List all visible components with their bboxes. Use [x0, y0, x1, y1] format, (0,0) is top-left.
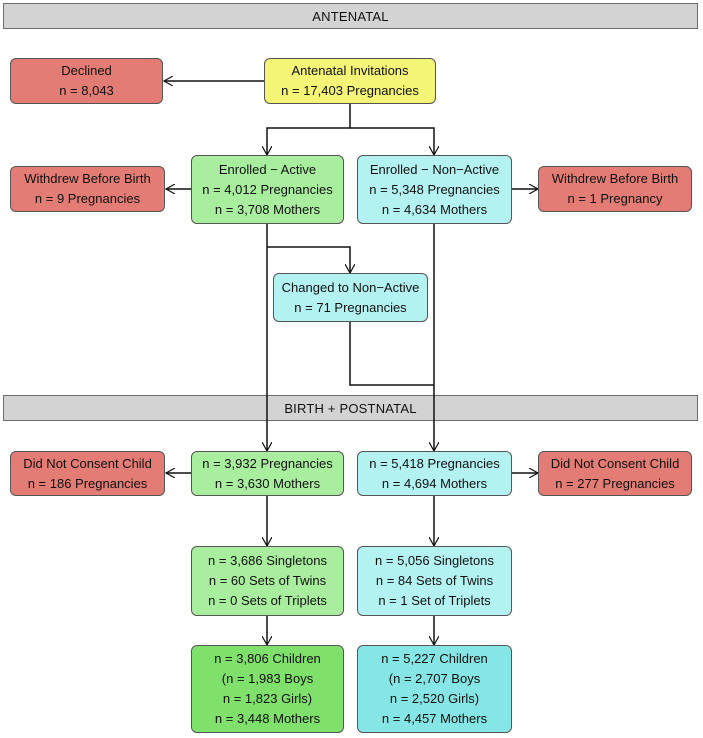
- multiples-active-box: n = 3,686 Singletons n = 60 Sets of Twin…: [191, 546, 344, 616]
- multiples-nonactive-box: n = 5,056 Singletons n = 84 Sets of Twin…: [357, 546, 512, 616]
- section-antenatal: ANTENATAL: [3, 3, 698, 29]
- birth-active-pregnancies: n = 3,932 Pregnancies: [202, 455, 333, 471]
- enrolled-active-title: Enrolled − Active: [218, 161, 317, 177]
- noconsent-left-title: Did Not Consent Child: [23, 455, 152, 471]
- children-nonactive-girls: n = 2,520 Girls): [389, 691, 480, 706]
- children-active-mothers: n = 3,448 Mothers: [214, 711, 321, 726]
- enrolled-active-pregnancies: n = 4,012 Pregnancies: [202, 181, 333, 197]
- birth-nonactive-mothers: n = 4,694 Mothers: [381, 475, 488, 491]
- withdrew-left-title: Withdrew Before Birth: [24, 171, 151, 186]
- connector-changed-merge: [349, 322, 434, 386]
- declined-box: Declined n = 8,043: [10, 58, 163, 104]
- section-birth-postnatal: BIRTH + POSTNATAL: [3, 395, 698, 421]
- singletons-active: n = 3,686 Singletons: [208, 553, 327, 568]
- changed-to-nonactive-box: Changed to Non−Active n = 71 Pregnancies: [273, 273, 428, 322]
- noconsent-right-title: Did Not Consent Child: [550, 455, 680, 471]
- declined-count: n = 8,043: [59, 83, 114, 98]
- connector-to-changed: [267, 246, 350, 273]
- birth-nonactive-pregnancies: n = 5,418 Pregnancies: [369, 455, 500, 471]
- changed-title: Changed to Non−Active: [281, 279, 420, 295]
- children-nonactive-boys: (n = 2,707 Boys: [388, 671, 481, 686]
- enrolled-nonactive-pregnancies: n = 5,348 Pregnancies: [369, 181, 500, 197]
- triplets-active: n = 0 Sets of Triplets: [208, 593, 327, 608]
- did-not-consent-left-box: Did Not Consent Child n = 186 Pregnancie…: [10, 451, 165, 496]
- children-nonactive-mothers: n = 4,457 Mothers: [381, 711, 488, 726]
- enrolled-nonactive-box: Enrolled − Non−Active n = 5,348 Pregnanc…: [357, 155, 512, 224]
- changed-count: n = 71 Pregnancies: [294, 299, 407, 315]
- twins-nonactive: n = 84 Sets of Twins: [375, 573, 494, 588]
- connector-invitations-nonactive: [350, 127, 434, 155]
- enrolled-nonactive-mothers: n = 4,634 Mothers: [381, 201, 488, 217]
- children-nonactive-box: n = 5,227 Children (n = 2,707 Boys n = 2…: [357, 645, 512, 733]
- birth-active-box: n = 3,932 Pregnancies n = 3,630 Mothers: [191, 451, 344, 496]
- enrolled-nonactive-title: Enrolled − Non−Active: [369, 161, 500, 177]
- enrolled-active-box: Enrolled − Active n = 4,012 Pregnancies …: [191, 155, 344, 224]
- withdrew-left-count: n = 9 Pregnancies: [34, 191, 141, 206]
- antenatal-invitations-box: Antenatal Invitations n = 17,403 Pregnan…: [264, 58, 436, 104]
- withdrew-right-title: Withdrew Before Birth: [551, 171, 679, 186]
- children-active-girls: n = 1,823 Girls): [222, 691, 313, 706]
- invitations-title: Antenatal Invitations: [291, 63, 409, 78]
- connector-invitations-split: [267, 103, 351, 155]
- children-active-box: n = 3,806 Children (n = 1,983 Boys n = 1…: [191, 645, 344, 733]
- withdrew-before-birth-left-box: Withdrew Before Birth n = 9 Pregnancies: [10, 166, 165, 212]
- birth-nonactive-box: n = 5,418 Pregnancies n = 4,694 Mothers: [357, 451, 512, 496]
- children-nonactive-total: n = 5,227 Children: [381, 651, 488, 666]
- declined-title: Declined: [61, 63, 112, 78]
- withdrew-right-count: n = 1 Pregnancy: [567, 191, 663, 206]
- noconsent-left-count: n = 186 Pregnancies: [27, 475, 148, 491]
- singletons-nonactive: n = 5,056 Singletons: [375, 553, 494, 568]
- twins-active: n = 60 Sets of Twins: [208, 573, 327, 588]
- withdrew-before-birth-right-box: Withdrew Before Birth n = 1 Pregnancy: [538, 166, 692, 212]
- triplets-nonactive: n = 1 Set of Triplets: [378, 593, 491, 608]
- children-active-total: n = 3,806 Children: [214, 651, 321, 666]
- did-not-consent-right-box: Did Not Consent Child n = 277 Pregnancie…: [538, 451, 692, 496]
- noconsent-right-count: n = 277 Pregnancies: [555, 475, 675, 491]
- invitations-count: n = 17,403 Pregnancies: [281, 83, 419, 98]
- birth-active-mothers: n = 3,630 Mothers: [214, 475, 321, 491]
- enrolled-active-mothers: n = 3,708 Mothers: [214, 201, 321, 217]
- children-active-boys: (n = 1,983 Boys: [221, 671, 314, 686]
